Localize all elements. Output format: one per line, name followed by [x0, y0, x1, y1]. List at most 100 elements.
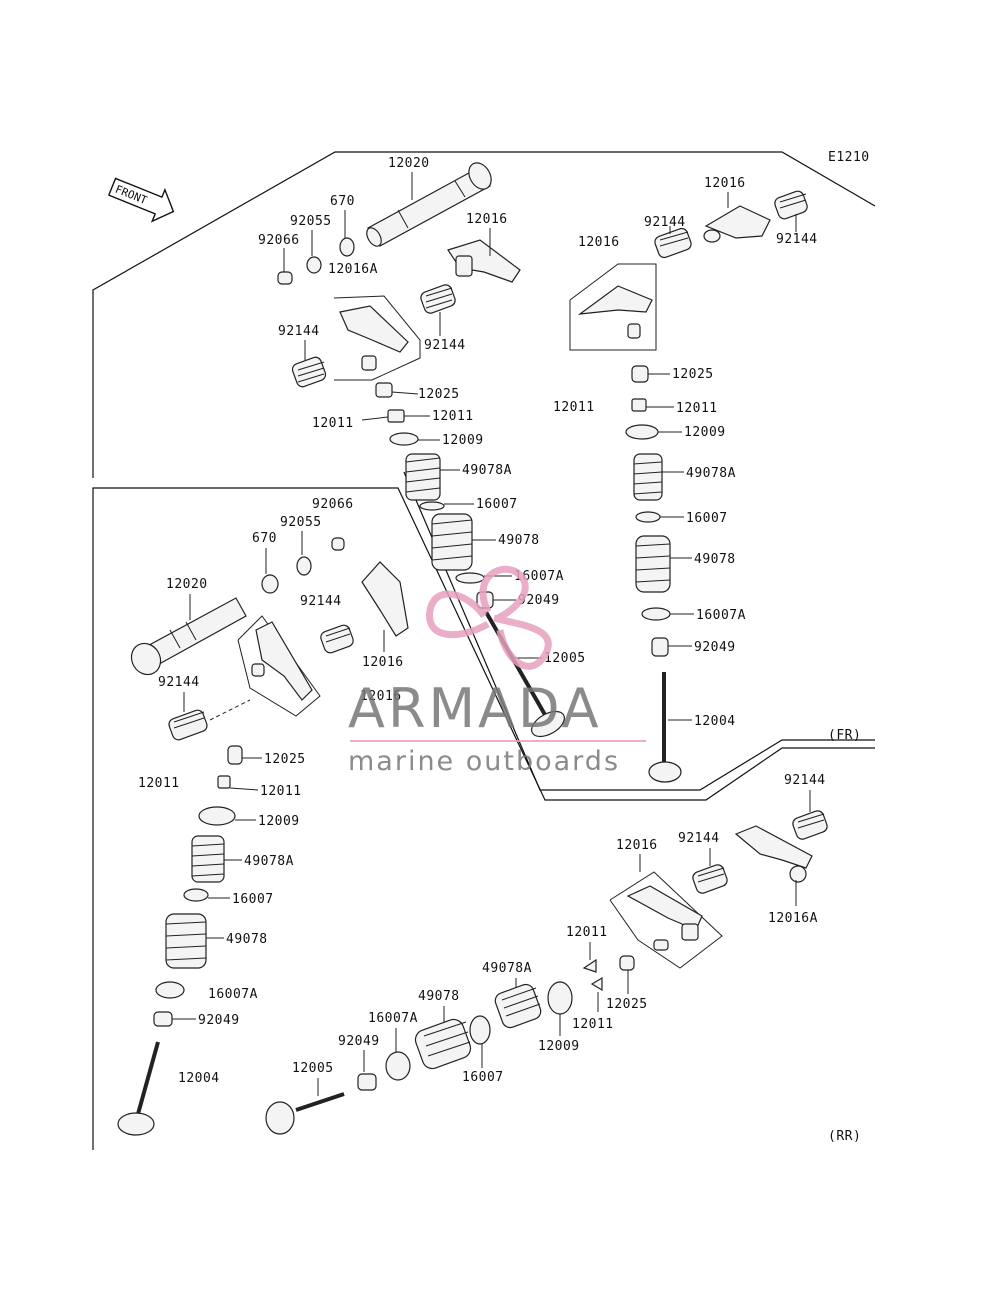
washer — [183, 888, 209, 902]
part-label: 49078A — [482, 961, 532, 976]
part-label: 92144 — [784, 773, 826, 788]
part-label: 12020 — [388, 156, 430, 171]
part-label: 16007 — [686, 511, 728, 526]
rocker-arm — [626, 885, 703, 951]
retainer — [198, 806, 236, 826]
seal — [651, 637, 669, 657]
frame-lines — [92, 151, 876, 1150]
washer — [385, 1051, 411, 1081]
part-label: 92144 — [158, 675, 200, 690]
part-label: 16007A — [208, 987, 258, 1002]
part-label: 12016A — [328, 262, 378, 277]
part-label: 16007 — [476, 497, 518, 512]
part-label: 12005 — [544, 651, 586, 666]
part-label: 670 — [330, 194, 355, 209]
adjuster — [375, 382, 393, 398]
washer — [469, 1015, 491, 1045]
part-label: 12011 — [432, 409, 474, 424]
o-ring — [339, 237, 355, 257]
washer — [635, 511, 661, 523]
part-label: 12020 — [166, 577, 208, 592]
part-label: 12009 — [258, 814, 300, 829]
spring — [165, 913, 207, 969]
part-label: 12016 — [616, 838, 658, 853]
part-label: 12011 — [138, 776, 180, 791]
part-label: 12009 — [442, 433, 484, 448]
part-label: 12016 — [362, 655, 404, 670]
o-ring — [296, 556, 312, 576]
valve — [648, 672, 682, 783]
spring — [792, 810, 828, 840]
part-label: 12009 — [538, 1039, 580, 1054]
cotter — [590, 976, 603, 992]
fr-upper-left-group: 12020 670 92055 92066 12016A 92144 — [258, 156, 521, 448]
retainer — [547, 981, 573, 1015]
cotter — [631, 398, 647, 412]
spring — [168, 709, 208, 741]
rocker-arm — [447, 239, 521, 283]
part-label: 12025 — [264, 752, 306, 767]
part-label: 92049 — [518, 593, 560, 608]
retainer — [625, 424, 659, 440]
part-label: 12004 — [694, 714, 736, 729]
watermark-brand: ARMADA — [348, 677, 602, 740]
part-label: 12016A — [768, 911, 818, 926]
part-label: 92144 — [644, 215, 686, 230]
washer — [641, 607, 671, 621]
part-label: 49078 — [226, 932, 268, 947]
part-label: 49078A — [244, 854, 294, 869]
spring — [633, 453, 663, 501]
seal — [153, 1011, 173, 1027]
spring — [654, 227, 692, 259]
spring — [692, 864, 728, 894]
fr-right-group: 12016 12016 92144 92144 12025 — [553, 176, 817, 783]
cotter — [217, 775, 231, 789]
part-label: 12011 — [676, 401, 718, 416]
rocker-arm — [577, 285, 653, 339]
part-label: 12011 — [553, 400, 595, 415]
part-label: 92144 — [278, 324, 320, 339]
rocker-arm — [703, 205, 771, 243]
part-label: 12016 — [360, 689, 402, 704]
part-label: 49078A — [686, 466, 736, 481]
spring — [414, 1018, 472, 1070]
rocker-arm — [361, 561, 409, 637]
washer — [455, 572, 485, 584]
part-label: 12011 — [260, 784, 302, 799]
adjuster — [227, 745, 243, 765]
part-label: 92049 — [338, 1034, 380, 1049]
part-label: 12016 — [578, 235, 620, 250]
spring — [635, 535, 671, 593]
rocker-arm — [339, 305, 409, 371]
diagram-code: E1210 — [828, 150, 870, 165]
retainer — [389, 432, 419, 446]
part-label: 49078A — [462, 463, 512, 478]
part-label: 16007A — [696, 608, 746, 623]
part-label: 92144 — [678, 831, 720, 846]
adjuster — [619, 955, 635, 971]
part-label: 49078 — [694, 552, 736, 567]
spring — [191, 835, 225, 883]
seal — [357, 1073, 377, 1091]
part-label: 49078 — [418, 989, 460, 1004]
spring — [291, 356, 327, 388]
part-label: 16007A — [368, 1011, 418, 1026]
part-label: 12004 — [178, 1071, 220, 1086]
part-label: 92055 — [290, 214, 332, 229]
rocker-arm — [251, 621, 313, 701]
part-label: 12016 — [466, 212, 508, 227]
propeller-logo-icon — [426, 565, 552, 670]
cotter — [387, 409, 405, 423]
part-label: 92144 — [300, 594, 342, 609]
part-label: 49078 — [498, 533, 540, 548]
plug — [277, 271, 293, 285]
fr-stack-group: 49078A 16007 49078 16007A 92049 12005 — [405, 453, 586, 738]
cotter — [582, 958, 597, 973]
part-label: 12016 — [704, 176, 746, 191]
part-label: 670 — [252, 531, 277, 546]
spring — [494, 983, 542, 1029]
part-label: 12011 — [566, 925, 608, 940]
part-label: 12011 — [312, 416, 354, 431]
spring — [774, 190, 808, 220]
